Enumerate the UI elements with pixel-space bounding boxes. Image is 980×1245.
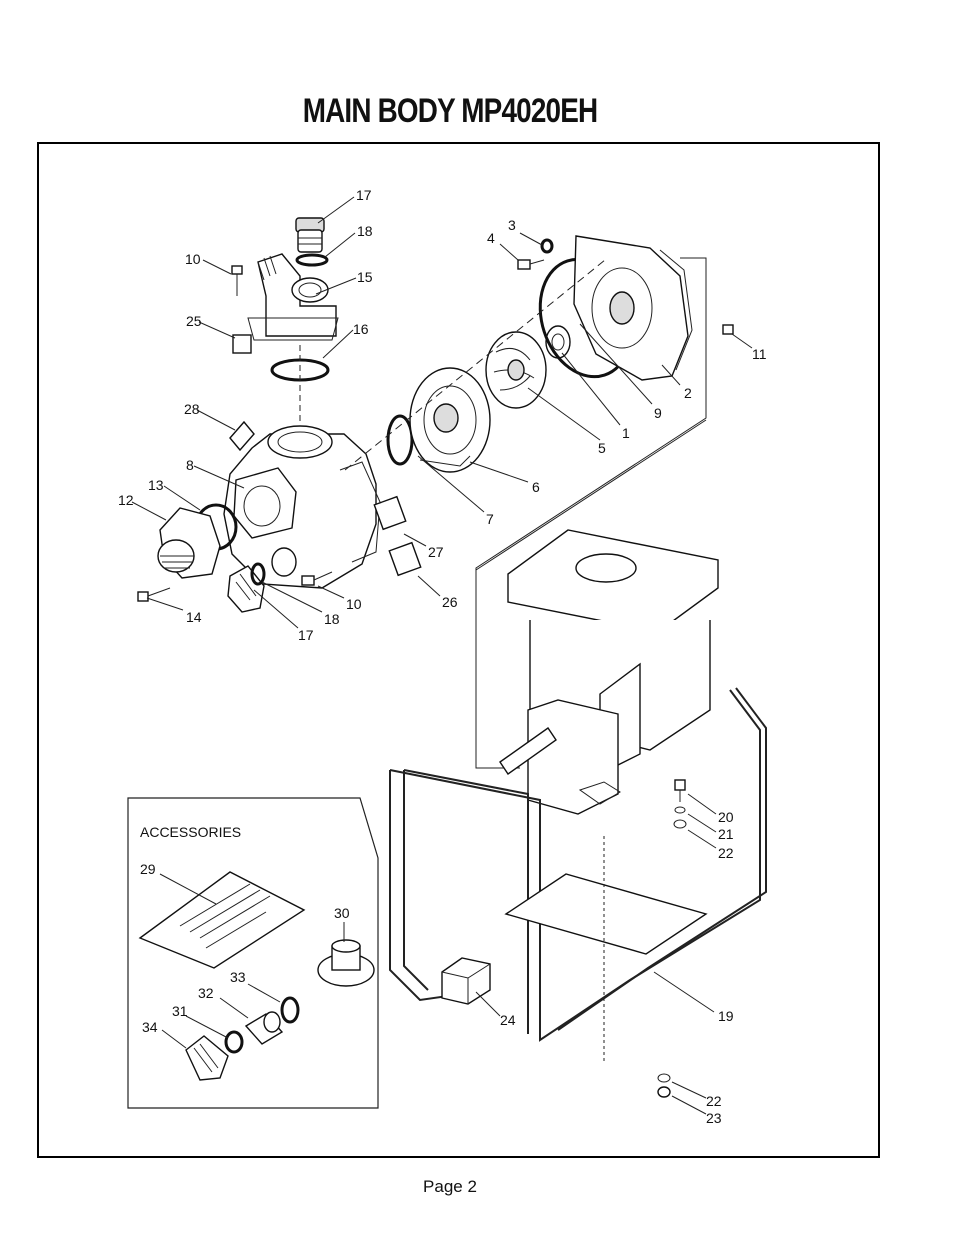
part-flange-2 [573,235,693,381]
part-bolt-14 [137,587,171,602]
callout-25: 25 [186,313,202,329]
part-label-26 [388,541,422,577]
part-bolt-10-lower [301,571,333,586]
part-bolt-4 [517,259,545,270]
callout-20: 20 [718,809,734,825]
callout-10-lower: 10 [346,596,362,612]
callout-26: 26 [442,594,458,610]
callout-23: 23 [706,1110,722,1126]
part-bolt-10-top [231,265,243,296]
callout-33: 33 [230,969,246,985]
part-bracket-24 [441,957,491,1005]
part-suction-flange-12 [157,507,221,579]
part-nut-11 [722,324,734,335]
callout-34: 34 [142,1019,158,1035]
callout-18-top: 18 [357,223,373,239]
part-oring-18 [295,253,329,267]
accessories-box [127,797,379,1109]
part-impeller-5 [485,331,547,409]
callout-11: 11 [752,346,767,362]
part-ring-33 [280,996,300,1024]
part-bolt-20 [674,779,686,802]
part-discharge-plug-17 [295,217,325,253]
part-pump-casing-8 [223,425,381,589]
part-washer-22 [673,819,687,829]
part-manual-29 [138,871,306,969]
part-washer-21 [674,806,686,814]
callout-16: 16 [353,321,369,337]
callout-17-lower: 17 [298,627,314,643]
part-discharge-elbow-15 [247,253,339,341]
callout-22-lower: 22 [706,1093,722,1109]
callout-29: 29 [140,861,156,877]
part-hose-nipple-32 [244,1011,284,1045]
callout-1: 1 [622,425,630,441]
callout-24: 24 [500,1012,516,1028]
part-frame-19 [389,687,767,1064]
callout-5: 5 [598,440,606,456]
callout-27: 27 [428,544,444,560]
part-oring-18-lower [250,562,266,586]
callout-19: 19 [718,1008,734,1024]
callout-21: 21 [718,826,734,842]
part-engine [499,529,719,815]
callout-22-upper: 22 [718,845,734,861]
callout-6: 6 [532,479,540,495]
callout-2: 2 [684,385,692,401]
callout-15: 15 [357,269,373,285]
callout-13: 13 [148,477,164,493]
callout-17-top: 17 [356,187,372,203]
part-label-28 [229,420,255,452]
callout-12: 12 [118,492,134,508]
part-drain-plug-17 [227,565,265,613]
callout-28: 28 [184,401,200,417]
page-footer: Page 2 [423,1177,477,1196]
callout-31: 31 [172,1003,188,1019]
callout-14: 14 [186,609,202,625]
callout-7: 7 [486,511,494,527]
callout-3: 3 [508,217,516,233]
leader-lines [131,196,753,1115]
part-strainer-30 [317,939,375,987]
callout-labels: 17 18 10 15 25 16 28 8 13 12 14 17 18 10… [118,187,767,1126]
page-title: MAIN BODY MP4020EH [302,92,598,130]
callout-4: 4 [487,230,495,246]
callout-32: 32 [198,985,214,1001]
part-oring-7 [386,414,414,466]
part-washer-3 [540,238,554,254]
part-label-25 [232,334,252,354]
callout-18-lower: 18 [324,611,340,627]
part-label-27 [373,495,407,531]
part-nut-23 [657,1086,671,1098]
callout-8: 8 [186,457,194,473]
diagram-frame [37,142,880,1158]
callout-10-top: 10 [185,251,201,267]
part-coupling-34 [185,1035,229,1081]
part-washer-22-lower [657,1073,671,1083]
callout-9: 9 [654,405,662,421]
accessories-heading: ACCESSORIES [140,824,241,840]
part-seal-31 [224,1030,244,1054]
part-volute-6 [409,367,491,473]
callout-30: 30 [334,905,350,921]
